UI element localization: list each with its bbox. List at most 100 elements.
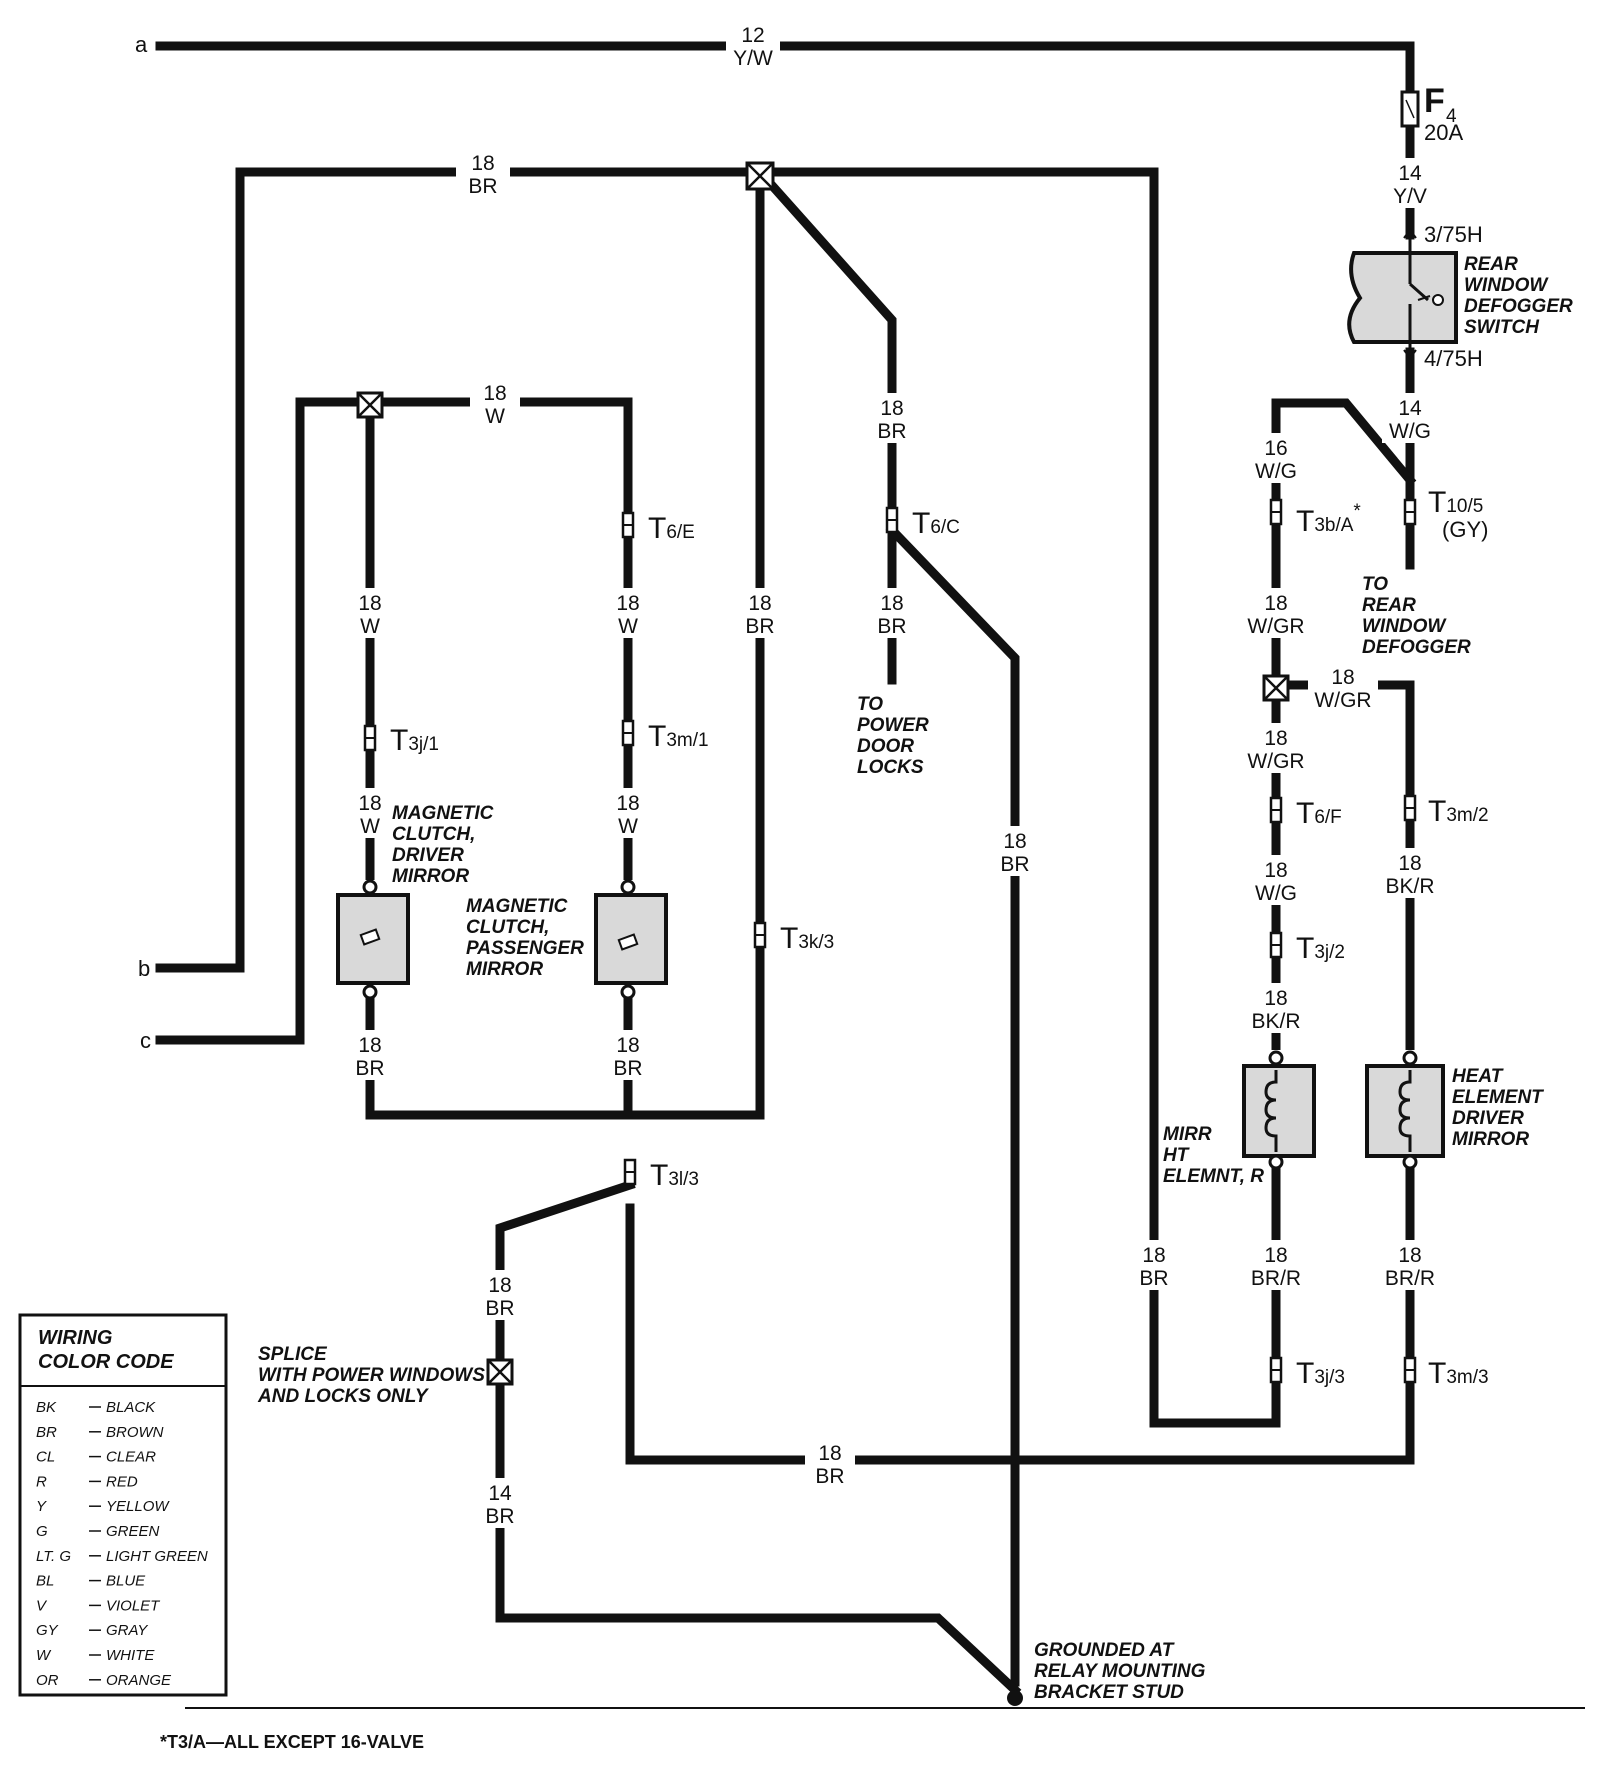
label-t6-f: T6/F: [1296, 797, 1342, 830]
connector-t3k-3: [753, 921, 767, 949]
svg-text:18: 18: [616, 1034, 639, 1057]
splices: [356, 161, 1290, 1386]
gauge-bkr-driver-mirror: 18 BK/R: [1378, 848, 1442, 898]
connector-t6-f: [1269, 796, 1283, 824]
svg-text:18: 18: [1331, 666, 1354, 689]
fuse-f4: F 4 20A: [1400, 82, 1463, 145]
svg-text:18: 18: [1264, 592, 1287, 615]
wire-c-w: [155, 397, 633, 1120]
splice-w: [356, 391, 384, 419]
legend-code: BL: [36, 1573, 54, 1590]
svg-text:BR: BR: [877, 615, 906, 638]
wire-br-diag-locks: [753, 165, 897, 685]
gauge-brr-driver-mirror: 18 BR/R: [1378, 1240, 1442, 1290]
gauge-bkr-right-mirror: 18 BK/R: [1244, 983, 1308, 1033]
svg-text:18: 18: [880, 397, 903, 420]
gauge-wgr-upper: 18 W/GR: [1242, 588, 1310, 638]
svg-text:W: W: [485, 405, 505, 428]
svg-text:18: 18: [1003, 830, 1026, 853]
label-t10-5-color: (GY): [1442, 517, 1488, 542]
svg-text:16: 16: [1264, 437, 1287, 460]
gauge-labels: 12 Y/W 18 BR 14 Y/V 14 W/G 18 W 18 W: [350, 20, 1442, 1528]
mirror-heat-element-right: [1242, 1050, 1316, 1170]
splice-power-windows: [486, 1358, 514, 1386]
legend-code: Y: [36, 1498, 47, 1515]
svg-text:18: 18: [483, 382, 506, 405]
wire-a-to-fuse: [155, 41, 1415, 97]
gauge-br-locks: 18 BR: [868, 588, 916, 638]
legend-box: [18, 1313, 228, 1697]
svg-text:14: 14: [1398, 397, 1422, 420]
gauge-wgr-branch: 18 W/GR: [1308, 664, 1378, 714]
connector-t3m-1: [621, 719, 635, 747]
svg-text:18: 18: [1264, 987, 1287, 1010]
components: [336, 879, 1445, 1170]
gauge-splice-lower: 14 BR: [476, 1478, 524, 1528]
magnetic-clutch-passenger-mirror: [594, 879, 668, 1000]
gauge-passenger-upper: 18 W: [608, 588, 648, 638]
svg-text:BR: BR: [1000, 853, 1029, 876]
svg-text:14: 14: [488, 1482, 512, 1505]
legend-code: V: [36, 1597, 48, 1614]
svg-text:BR/R: BR/R: [1251, 1267, 1301, 1290]
footnote: *T3/A—ALL EXCEPT 16-VALVE: [160, 1732, 424, 1752]
connector-t3m-3: [1403, 1356, 1417, 1384]
legend-code: GY: [36, 1622, 59, 1639]
svg-text:18: 18: [358, 1034, 381, 1057]
svg-text:18: 18: [616, 592, 639, 615]
svg-text:W/G: W/G: [1389, 420, 1431, 443]
gauge-wg-16: 16 W/G: [1248, 433, 1304, 483]
ground-point: [1007, 1690, 1023, 1706]
legend-color-name: BLACK: [106, 1399, 156, 1416]
gauge-ground-bus: 18 BR: [805, 1440, 855, 1490]
svg-text:BK/R: BK/R: [1385, 875, 1434, 898]
legend-color-name: YELLOW: [106, 1498, 170, 1515]
wire-ground-bus: [625, 1203, 1415, 1465]
svg-text:W: W: [618, 815, 638, 838]
gauge-br-center: 18 BR: [736, 588, 784, 638]
svg-text:12: 12: [741, 24, 764, 47]
svg-text:BR/R: BR/R: [1385, 1267, 1435, 1290]
connector-t3m-2: [1403, 794, 1417, 822]
magnetic-clutch-driver-mirror: [336, 879, 410, 1000]
terminal-3-75h: 3/75H: [1424, 222, 1483, 247]
legend-color-name: CLEAR: [106, 1449, 156, 1466]
svg-text:BR: BR: [1139, 1267, 1168, 1290]
svg-text:BR: BR: [485, 1297, 514, 1320]
label-t6-e: T6/E: [648, 512, 695, 545]
label-t3k-3: T3k/3: [780, 922, 834, 955]
note-magnetic-clutch-driver: MAGNETIC CLUTCH, DRIVER MIRROR: [392, 803, 499, 887]
svg-text:BR: BR: [485, 1505, 514, 1528]
gauge-passenger-bottom: 18 BR: [608, 1030, 648, 1080]
svg-text:18: 18: [358, 592, 381, 615]
terminal-4-75h: 4/75H: [1424, 346, 1483, 371]
svg-text:W/GR: W/GR: [1247, 750, 1304, 773]
connector-t10-5: [1403, 498, 1417, 526]
legend-code: W: [36, 1647, 52, 1664]
gauge-br-loop: 18 BR: [1130, 1240, 1178, 1290]
inline-connectors: [363, 498, 1417, 1384]
legend-color-name: ORANGE: [106, 1672, 172, 1689]
connector-t6-c: [885, 506, 899, 534]
svg-text:W/G: W/G: [1255, 882, 1297, 905]
label-t3j-3: T3j/3: [1296, 1357, 1345, 1390]
gauge-top-12-yw: 12 Y/W: [726, 20, 780, 70]
note-to-rear-defogger: TO REAR WINDOW DEFOGGER: [1362, 574, 1471, 658]
legend-color-name: BLUE: [106, 1573, 146, 1590]
note-magnetic-clutch-passenger: MAGNETIC CLUTCH, PASSENGER MIRROR: [466, 896, 589, 980]
label-t6-c: T6/C: [912, 507, 960, 540]
svg-text:18: 18: [1264, 727, 1287, 750]
rear-window-defogger-switch: 3/75H 4/75H: [1347, 222, 1483, 371]
svg-text:BR: BR: [815, 1465, 844, 1488]
svg-text:Y/V: Y/V: [1393, 185, 1427, 208]
fuse-rating: 20A: [1424, 120, 1463, 145]
note-heat-element-driver: HEAT ELEMENT DRIVER MIRROR: [1452, 1066, 1548, 1150]
wires: [155, 41, 1417, 1697]
svg-text:W: W: [360, 815, 380, 838]
gauge-driver-upper: 18 W: [350, 588, 390, 638]
label-t3m-1: T3m/1: [648, 720, 709, 753]
wire-br-down: [625, 167, 765, 1120]
wire-br-to-ground: [885, 523, 1020, 1687]
